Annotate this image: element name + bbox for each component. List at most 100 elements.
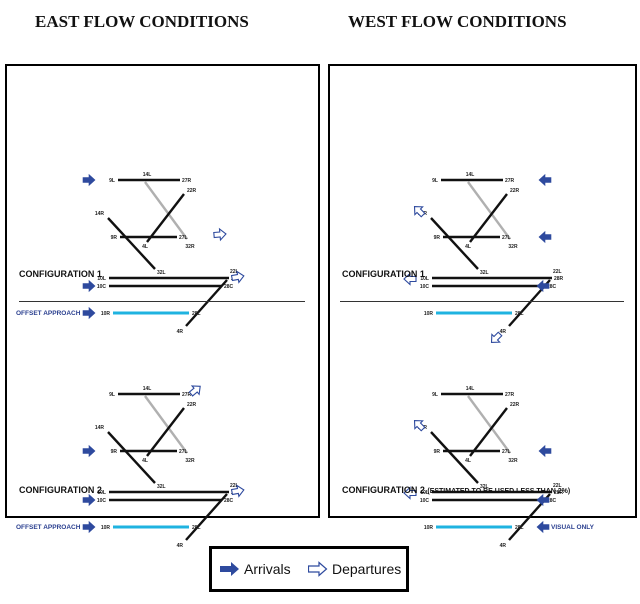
legend-arrivals: Arrivals [220, 559, 291, 579]
runway-label-10l: 10L [97, 276, 106, 282]
arrival-arrow-icon [82, 520, 96, 534]
runway-label-28c: 28C [224, 284, 234, 290]
runway-label-22l: 22L [230, 269, 239, 275]
runway-label-27r: 27R [505, 392, 515, 398]
runway-label-28l: 28L [515, 525, 524, 531]
east-config1-label: CONFIGURATION 1 [19, 269, 102, 279]
runway-label-27r: 27R [182, 392, 192, 398]
runway-label-10r: 10R [101, 525, 111, 531]
runway-label-27r: 27R [182, 178, 192, 184]
arrival-arrow-icon [538, 230, 552, 244]
departure-arrow-icon [188, 385, 201, 397]
runway-label-9l: 9L [432, 178, 438, 184]
runway-label-28l: 28L [192, 525, 201, 531]
runway-label-22r: 22R [187, 188, 197, 194]
runway-label-27r: 27R [505, 178, 515, 184]
departure-arrow-icon [213, 227, 227, 242]
runway-label-10c: 10C [97, 284, 107, 290]
runway-label-9l: 9L [109, 178, 115, 184]
departure-arrow-icon [413, 419, 426, 432]
runway-label-9l: 9L [109, 392, 115, 398]
runway-label-22l: 22L [230, 483, 239, 489]
runway-label-27l: 27L [179, 235, 188, 241]
runway-label-4r: 4R [177, 543, 184, 549]
runway-14r-32l [107, 217, 156, 270]
runway-label-14r: 14R [95, 211, 105, 217]
arrival-arrow-icon [538, 173, 552, 187]
runway-label-14l: 14L [143, 386, 152, 392]
east-config1-diagram: 9L27R14L22R14R9R27L4L32R32L10L28R22L10C2… [16, 172, 245, 335]
departure-arrow-icon [490, 331, 503, 344]
runway-label-32l: 32L [157, 270, 166, 276]
runway-label-28r: 28R [554, 490, 564, 496]
east-flow-heading: EAST FLOW CONDITIONS [35, 12, 249, 31]
runway-14r-32l [430, 431, 479, 484]
runway-14r-32l [107, 431, 156, 484]
runway-label-22l: 22L [553, 269, 562, 275]
arrival-arrow-icon [82, 306, 96, 320]
departure-arrow-icon [403, 272, 417, 286]
legend-departures-label: Departures [332, 561, 402, 577]
runway-label-22l: 22L [553, 483, 562, 489]
runway-14l-32r [467, 181, 511, 240]
offset-approach-note: OFFSET APPROACH [16, 310, 81, 317]
runway-label-32r: 32R [508, 458, 518, 464]
runway-label-9r: 9R [434, 235, 441, 241]
runway-14l-32r [467, 395, 511, 454]
runway-4l-22r [146, 407, 185, 457]
arrival-arrow-icon [536, 493, 550, 507]
runway-label-27l: 27L [502, 449, 511, 455]
runway-label-4r: 4R [500, 543, 507, 549]
departure-arrow-icon [403, 486, 417, 500]
runway-label-28r: 28R [554, 276, 564, 282]
runway-label-14l: 14L [143, 172, 152, 178]
arrival-arrow-icon [220, 562, 239, 576]
runway-label-22r: 22R [510, 402, 520, 408]
east-config2-label: CONFIGURATION 2 [19, 485, 102, 495]
runway-4r-22l [185, 279, 228, 327]
east-config2-diagram: 9L27R14L22R14R9R27L4L32R32L10L28R22L10C2… [16, 385, 245, 549]
runway-label-28l: 28L [515, 311, 524, 317]
west-config2-label: CONFIGURATION 2 (ESTIMATED TO BE USED LE… [342, 485, 570, 495]
west-config2-diagram: 9L27R14L22R14R9R27L4L32R32L10L28R22L10C2… [403, 386, 595, 549]
runway-label-28c: 28C [547, 284, 557, 290]
runway-label-28c: 28C [224, 498, 234, 504]
runway-label-32l: 32L [480, 270, 489, 276]
departure-arrow-icon [413, 205, 426, 218]
west-config1-label: CONFIGURATION 1 [342, 269, 425, 279]
runway-label-27l: 27L [179, 449, 188, 455]
west-divider [340, 301, 624, 302]
west-flow-heading: WEST FLOW CONDITIONS [348, 12, 567, 31]
runway-label-32l: 32L [480, 484, 489, 490]
runway-label-9r: 9R [111, 235, 118, 241]
arrival-arrow-icon [82, 279, 96, 293]
runway-label-32r: 32R [508, 244, 518, 250]
runway-label-10c: 10C [97, 498, 107, 504]
runway-label-22r: 22R [510, 188, 520, 194]
runway-label-4l: 4L [142, 458, 148, 464]
runway-4l-22r [469, 407, 508, 457]
runway-label-10r: 10R [424, 311, 434, 317]
runway-label-4l: 4L [465, 244, 471, 250]
runway-label-10l: 10L [420, 490, 429, 496]
runway-label-10l: 10L [420, 276, 429, 282]
runway-4r-22l [185, 493, 228, 541]
west-flow-panel: 9L27R14L22R14R9R27L4L32R32L10L28R22L10C2… [328, 64, 637, 549]
departure-arrow-icon [308, 561, 328, 577]
visual-only-note: VISUAL ONLY [551, 524, 595, 531]
runway-4l-22r [469, 193, 508, 243]
runway-label-4r: 4R [177, 329, 184, 335]
runway-label-10r: 10R [424, 525, 434, 531]
runway-label-28c: 28C [547, 498, 557, 504]
runway-label-32l: 32L [157, 484, 166, 490]
east-divider [19, 301, 305, 302]
runway-14l-32r [144, 181, 188, 240]
runway-label-10c: 10C [420, 284, 430, 290]
runway-label-9l: 9L [432, 392, 438, 398]
legend-arrivals-label: Arrivals [244, 561, 291, 577]
arrival-arrow-icon [82, 493, 96, 507]
runway-label-14r: 14R [95, 425, 105, 431]
offset-approach-note: OFFSET APPROACH [16, 524, 81, 531]
runway-label-4l: 4L [465, 458, 471, 464]
runway-label-10c: 10C [420, 498, 430, 504]
